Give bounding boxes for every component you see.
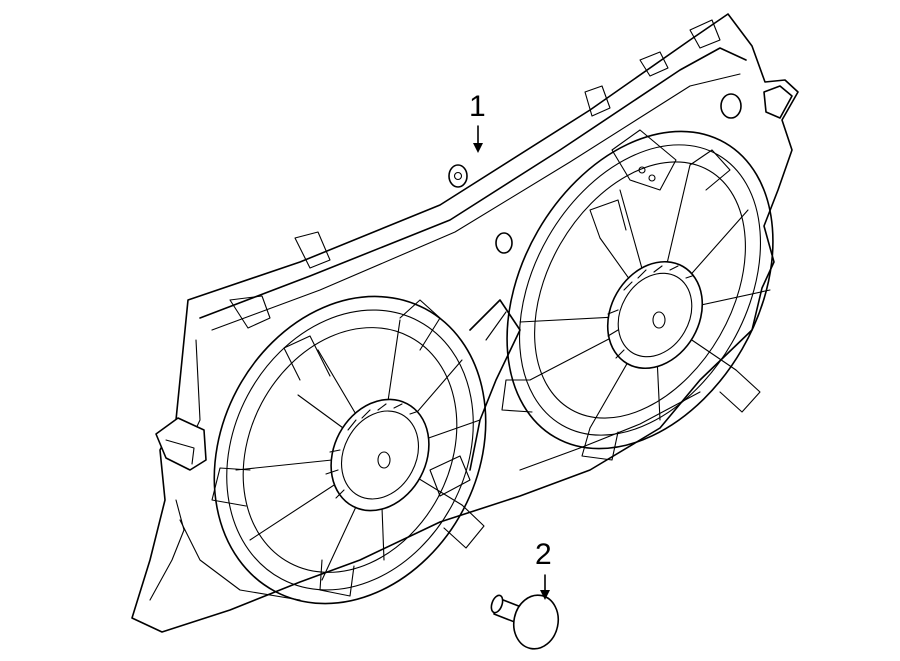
shroud-outline (131, 13, 799, 633)
callout-2-leader (540, 574, 550, 600)
left-fan (211, 295, 487, 605)
fan-shroud-assembly (131, 13, 799, 633)
callout-number-1: 1 (469, 90, 486, 123)
right-fan (501, 129, 774, 461)
callout-1-leader (473, 125, 483, 153)
push-pin-rivet (490, 594, 560, 650)
callout-number-2: 2 (535, 538, 552, 571)
